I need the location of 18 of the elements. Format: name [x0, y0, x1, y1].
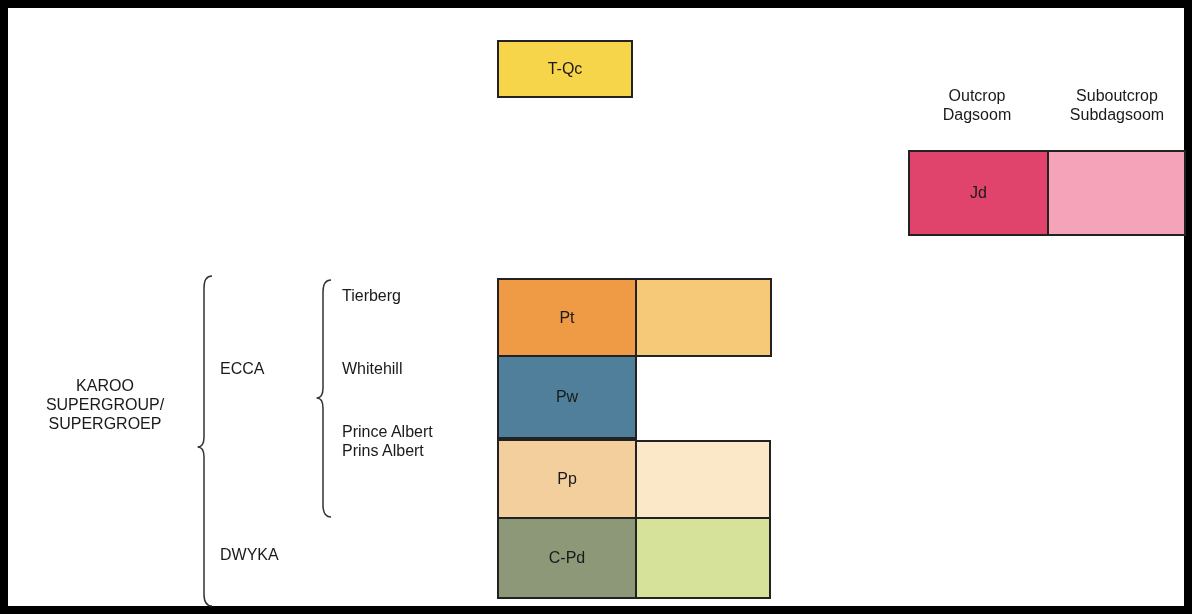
suboutcrop-swatch — [635, 278, 772, 357]
unit-box: Pp — [497, 439, 637, 519]
suboutcrop-swatch — [635, 440, 771, 519]
group-label: DWYKA — [220, 545, 280, 565]
column-heading: Suboutcrop Subdagsoom — [1068, 86, 1166, 125]
group-label: ECCA — [220, 359, 266, 379]
suboutcrop-swatch — [1047, 150, 1186, 236]
formation-label: Tierberg — [342, 286, 402, 306]
suboutcrop-swatch — [635, 517, 771, 599]
formation-label: Whitehill — [342, 359, 404, 379]
group-label: KAROO SUPERGROUP/ SUPERGROEP — [44, 376, 166, 434]
unit-box: Pt — [497, 278, 637, 357]
unit-box: Jd — [908, 150, 1049, 236]
unit-box: T-Qc — [497, 40, 633, 98]
unit-box: C-Pd — [497, 517, 637, 599]
unit-box: Pw — [497, 355, 637, 439]
column-heading: Outcrop Dagsoom — [941, 86, 1013, 125]
formation-label: Prince Albert Prins Albert — [342, 422, 434, 461]
